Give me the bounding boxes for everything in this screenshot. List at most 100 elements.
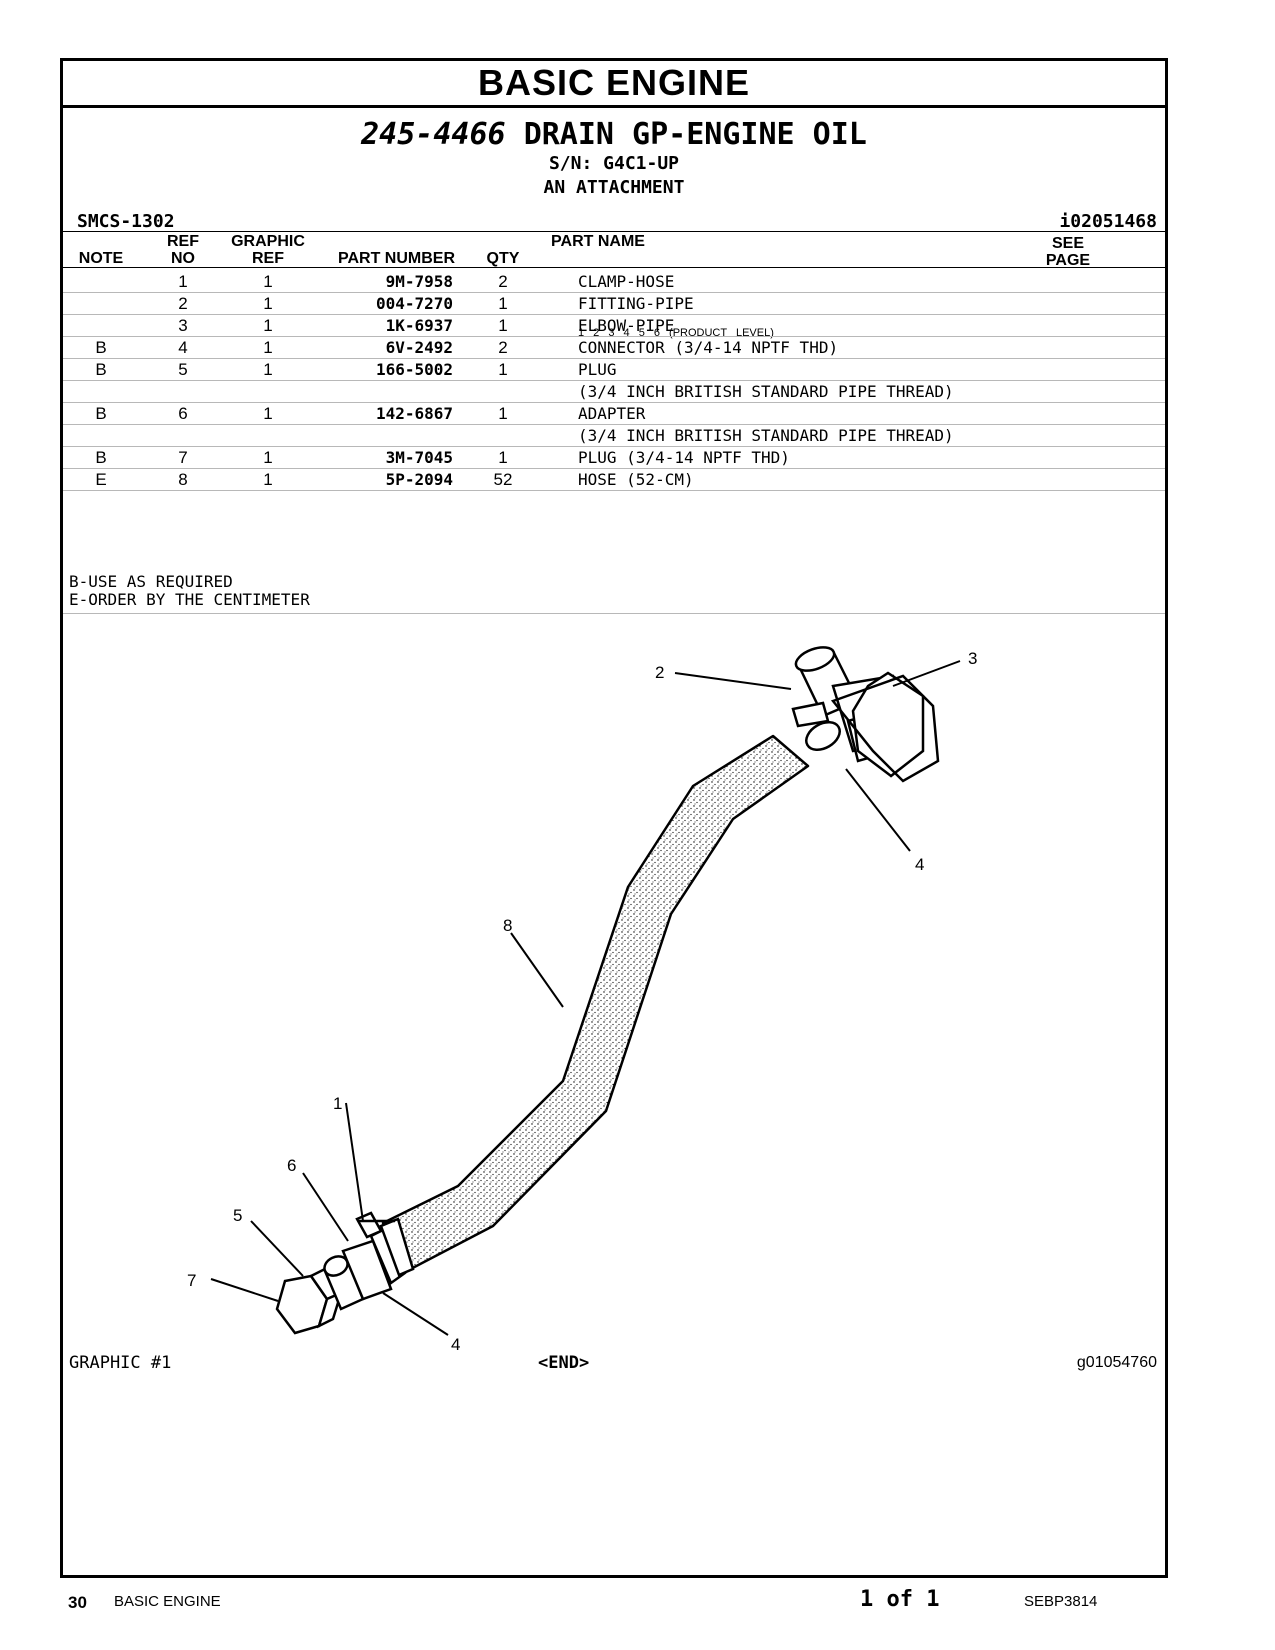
cell-qty: 2 <box>498 338 508 357</box>
callout-2: 2 <box>655 663 664 682</box>
callout-7: 7 <box>187 1271 196 1290</box>
cell-ref: 6 <box>178 404 188 423</box>
cell-gref: 1 <box>263 404 273 423</box>
cell-ref: 7 <box>178 448 188 467</box>
cell-part: 166-5002 <box>375 360 453 379</box>
cell-note: B <box>95 360 107 379</box>
document-number: SEBP3814 <box>1024 1593 1098 1610</box>
cell-qty: 1 <box>498 316 508 335</box>
header-rule <box>63 231 1165 232</box>
end-marker: <END> <box>538 1353 590 1373</box>
callout-6: 6 <box>287 1156 296 1175</box>
cell-qty: 1 <box>498 404 508 423</box>
table-row: 3 1 1K-6937 1 ELBOW-PIPE <box>63 314 1165 337</box>
footer-section: BASIC ENGINE <box>114 1593 221 1610</box>
table-row: (3/4 INCH BRITISH STANDARD PIPE THREAD) <box>63 424 1165 447</box>
col-see-page: SEE PAGE <box>1045 235 1091 269</box>
footnote: E-ORDER BY THE CENTIMETER <box>69 590 310 609</box>
cell-name: (3/4 INCH BRITISH STANDARD PIPE THREAD) <box>578 426 954 445</box>
cell-name: CLAMP-HOSE <box>578 272 675 291</box>
lower-fitting-icon <box>275 1211 415 1335</box>
table-row: B 6 1 142-6867 1 ADAPTER <box>63 402 1165 425</box>
cell-part: 1K-6937 <box>385 316 453 335</box>
callout-5: 5 <box>233 1206 242 1225</box>
upper-fitting-icon <box>791 646 940 783</box>
page-frame: BASIC ENGINE 245-4466 DRAIN GP-ENGINE OI… <box>60 58 1168 1578</box>
page-number: 30 <box>68 1593 87 1612</box>
cell-name: ADAPTER <box>578 404 646 423</box>
col-part-number: PART NUMBER <box>337 250 455 267</box>
col-part-name: PART NAME <box>551 233 645 250</box>
col-graphic-ref: GRAPHIC REF <box>231 233 305 267</box>
cell-note: B <box>95 448 107 467</box>
cell-name: PLUG <box>578 360 617 379</box>
callout-4-lower: 4 <box>451 1335 460 1354</box>
graphic-label: GRAPHIC #1 <box>69 1353 172 1373</box>
group-type: AN ATTACHMENT <box>543 177 685 198</box>
group-title: 245-4466 DRAIN GP-ENGINE OIL <box>63 117 1165 153</box>
callout-1: 1 <box>333 1094 342 1113</box>
col-note: NOTE <box>78 250 124 267</box>
cell-gref: 1 <box>263 294 273 313</box>
header-bottom-rule <box>63 267 1165 268</box>
cell-ref: 1 <box>178 272 188 291</box>
table-row: B 7 1 3M-7045 1 PLUG (3/4-14 NPTF THD) <box>63 446 1165 469</box>
col-qty: QTY <box>486 250 520 267</box>
cell-ref: 3 <box>178 316 188 335</box>
table-row: 1 1 9M-7958 2 CLAMP-HOSE <box>63 270 1165 293</box>
smcs-code: SMCS-1302 <box>77 211 175 232</box>
footnote-rule <box>63 613 1165 614</box>
group-number: 245-4466 <box>361 117 506 152</box>
cell-gref: 1 <box>263 316 273 335</box>
cell-note: E <box>95 470 107 489</box>
cell-name: HOSE (52-CM) <box>578 470 694 489</box>
cell-note: B <box>95 338 107 357</box>
page-count: 1 of 1 <box>860 1587 940 1612</box>
cell-gref: 1 <box>263 470 273 489</box>
cell-name: FITTING-PIPE <box>578 294 694 313</box>
cell-gref: 1 <box>263 272 273 291</box>
cell-name: ELBOW-PIPE <box>578 316 675 335</box>
group-name: DRAIN GP-ENGINE OIL <box>523 117 867 152</box>
cell-part: 004-7270 <box>375 294 453 313</box>
cell-qty: 2 <box>498 272 508 291</box>
cell-part: 142-6867 <box>375 404 453 423</box>
cell-qty: 1 <box>498 448 508 467</box>
cell-gref: 1 <box>263 338 273 357</box>
cell-part: 3M-7045 <box>385 448 453 467</box>
col-ref-no: REF NO <box>167 233 199 267</box>
table-row: (3/4 INCH BRITISH STANDARD PIPE THREAD) <box>63 380 1165 403</box>
table-row: E 8 1 5P-2094 52 HOSE (52-CM) <box>63 468 1165 491</box>
callout-labels: 1 2 3 4 4 5 6 7 8 <box>187 649 977 1354</box>
cell-part: 5P-2094 <box>385 470 453 489</box>
callout-3: 3 <box>968 649 977 668</box>
cell-ref: 5 <box>178 360 188 379</box>
exploded-view-graphic: 1 2 3 4 4 5 6 7 8 <box>187 646 977 1354</box>
cell-qty: 1 <box>498 360 508 379</box>
serial-number: S/N: G4C1-UP <box>548 153 680 174</box>
cell-ref: 8 <box>178 470 188 489</box>
info-id: i02051468 <box>1059 211 1157 232</box>
cell-note: B <box>95 404 107 423</box>
footnote: B-USE AS REQUIRED <box>69 572 233 591</box>
table-row: 2 1 004-7270 1 FITTING-PIPE <box>63 292 1165 315</box>
cell-qty: 1 <box>498 294 508 313</box>
cell-name: (3/4 INCH BRITISH STANDARD PIPE THREAD) <box>578 382 954 401</box>
footnotes: B-USE AS REQUIRED E-ORDER BY THE CENTIME… <box>69 573 310 609</box>
cell-ref: 2 <box>178 294 188 313</box>
callout-4-upper: 4 <box>915 855 924 874</box>
cell-gref: 1 <box>263 360 273 379</box>
cell-qty: 52 <box>493 470 513 489</box>
cell-gref: 1 <box>263 448 273 467</box>
graphic-id: g01054760 <box>1076 1354 1157 1371</box>
callout-8: 8 <box>503 916 512 935</box>
section-title: BASIC ENGINE <box>63 61 1165 108</box>
table-row: B 5 1 166-5002 1 PLUG <box>63 358 1165 381</box>
hose-icon <box>381 734 810 1275</box>
cell-name: CONNECTOR (3/4-14 NPTF THD) <box>578 338 839 357</box>
leader-lines <box>210 660 961 1336</box>
cell-name: PLUG (3/4-14 NPTF THD) <box>578 448 790 467</box>
cell-ref: 4 <box>178 338 188 357</box>
cell-part: 9M-7958 <box>385 272 453 291</box>
